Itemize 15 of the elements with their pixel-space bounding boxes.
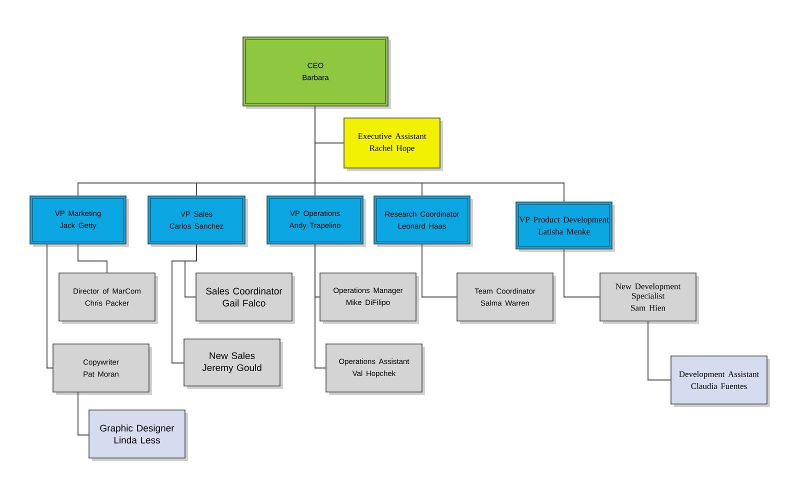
position-box: VP Product Development Latisha Menke [516, 202, 615, 252]
connector-line [314, 244, 326, 368]
connector-line [564, 248, 600, 298]
connector-line [422, 244, 458, 298]
connector-line [78, 244, 108, 274]
connector-line [172, 244, 197, 364]
connector-line [648, 320, 672, 380]
position-box: Graphic Designer Linda Less [88, 410, 188, 461]
position-box: New Sales Jeremy Gould [184, 338, 283, 389]
position-box: Development Assistant Claudia Fuentes [670, 356, 770, 407]
position-box: New Development Specialist Sam Hien [600, 272, 699, 324]
position-box: Executive Assistant Rachel Hope [344, 118, 443, 171]
connector-line [78, 392, 90, 436]
connector-line [46, 244, 54, 368]
position-box: Sales Coordinator Gail Falco [196, 272, 295, 324]
